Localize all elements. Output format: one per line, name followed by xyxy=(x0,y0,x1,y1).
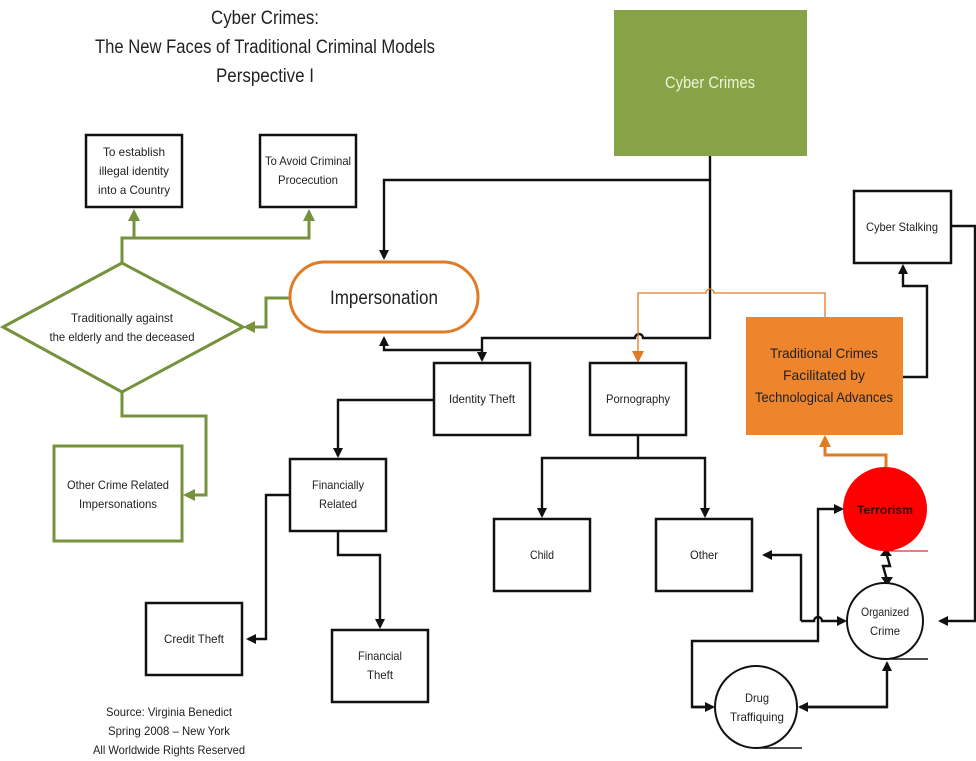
node-other[interactable]: Other xyxy=(654,517,754,593)
cyber-crimes-label: Cyber Crimes xyxy=(665,73,755,92)
identity-theft-label: Identity Theft xyxy=(449,392,516,406)
terrorism-label: Terrorism xyxy=(857,503,913,517)
other-impersonations-line-2: Impersonations xyxy=(79,497,157,511)
connector-identity-to-financially xyxy=(333,398,434,458)
child-label: Child xyxy=(530,548,554,562)
source-line-3: All Worldwide Rights Reserved xyxy=(93,743,245,757)
node-terrorism[interactable]: Terrorism xyxy=(843,467,928,552)
source-line-1: Source: Virginia Benedict xyxy=(106,705,233,719)
node-impersonation[interactable]: Impersonation xyxy=(288,260,480,334)
connector-terrorism-organized xyxy=(881,551,892,581)
impersonation-label: Impersonation xyxy=(330,288,438,309)
other-box xyxy=(654,517,754,593)
connector-pornography-to-other xyxy=(638,456,710,518)
credit-theft-box xyxy=(144,601,244,677)
title-line-1: Cyber Crimes: xyxy=(211,8,319,29)
drug-traffiquing-line-2: Traffiquing xyxy=(730,710,784,724)
connector-organized-to-other xyxy=(762,550,803,621)
child-box xyxy=(492,517,592,593)
connector-other-to-organized xyxy=(801,615,847,626)
connector-diamond-to-other-impersonations xyxy=(120,392,208,501)
identity-theft-box xyxy=(432,361,532,437)
node-financial-theft[interactable]: Financial Theft xyxy=(330,628,430,704)
drug-traffiquing-line-1: Drug xyxy=(745,691,769,705)
decision-diamond xyxy=(0,261,247,394)
node-other-impersonations[interactable]: Other Crime Related Impersonations xyxy=(52,444,184,543)
avoid-prosecution-line-1: To Avoid Criminal xyxy=(265,154,351,168)
pornography-label: Pornography xyxy=(606,392,670,406)
financial-theft-box xyxy=(330,628,430,704)
node-drug-traffiquing[interactable]: Drug Traffiquing xyxy=(714,665,802,749)
source-line-2: Spring 2008 – New York xyxy=(108,724,231,738)
node-financially-related[interactable]: Financially Related xyxy=(288,457,388,533)
traditionally-against-line-1: Traditionally against xyxy=(71,311,174,325)
node-establish-identity[interactable]: To establish illegal identity into a Cou… xyxy=(84,133,184,209)
financial-theft-line-2: Theft xyxy=(367,668,394,682)
other-label: Other xyxy=(690,548,718,562)
node-cyber-crimes[interactable]: Cyber Crimes xyxy=(614,10,807,156)
node-cyber-stalking[interactable]: Cyber Stalking xyxy=(852,189,953,265)
connector-impersonation-to-diamond xyxy=(243,296,290,333)
title-line-3: Perspective I xyxy=(216,66,314,87)
traditionally-against-line-2: the elderly and the deceased xyxy=(50,330,195,344)
organized-crime-circle xyxy=(846,582,924,660)
connector-financially-to-financial-theft xyxy=(336,531,385,629)
establish-identity-line-2: illegal identity xyxy=(99,164,169,178)
establish-identity-line-3: into a Country xyxy=(98,183,170,197)
financially-related-line-2: Related xyxy=(319,497,357,511)
node-traditionally-against[interactable]: Traditionally against the elderly and th… xyxy=(0,261,247,394)
establish-identity-line-1: To establish xyxy=(103,145,165,159)
cyber-stalking-box xyxy=(852,189,953,265)
connector-diamond-to-avoid xyxy=(120,209,315,262)
avoid-prosecution-box xyxy=(258,133,358,209)
financially-related-line-1: Financially xyxy=(312,478,364,492)
node-pornography[interactable]: Pornography xyxy=(588,361,688,437)
pornography-box xyxy=(588,361,688,437)
source-credit: Source: Virginia Benedict Spring 2008 – … xyxy=(93,705,245,757)
node-credit-theft[interactable]: Credit Theft xyxy=(144,601,244,677)
credit-theft-label: Credit Theft xyxy=(164,632,225,646)
node-child[interactable]: Child xyxy=(492,517,592,593)
organized-crime-line-1: Organized xyxy=(861,605,909,619)
connector-stalking-to-organized xyxy=(938,224,976,626)
drug-traffiquing-circle xyxy=(714,665,798,749)
connector-traditional-to-pornography xyxy=(632,288,826,363)
connector-cyber-to-identity-theft xyxy=(477,180,712,362)
traditional-crimes-line-2: Facilitated by xyxy=(783,367,865,383)
connector-cyber-to-impersonation xyxy=(379,155,712,260)
other-impersonations-line-1: Other Crime Related xyxy=(67,478,169,492)
other-impersonations-box xyxy=(52,444,184,543)
arrow-up-terrorism xyxy=(880,548,892,556)
organized-crime-line-2: Crime xyxy=(870,624,900,638)
financially-related-box xyxy=(288,457,388,533)
node-avoid-prosecution[interactable]: To Avoid Criminal Procecution xyxy=(258,133,358,209)
connector-drug-to-organized xyxy=(800,661,892,709)
arrow-down-organized xyxy=(881,577,893,586)
title-line-2: The New Faces of Traditional Criminal Mo… xyxy=(95,37,435,58)
traditional-crimes-box xyxy=(746,317,903,435)
cyber-crimes-box xyxy=(614,10,807,156)
traditional-crimes-line-1: Traditional Crimes xyxy=(770,345,878,361)
establish-identity-box xyxy=(84,133,184,209)
diagram-title: Cyber Crimes: The New Faces of Tradition… xyxy=(95,8,435,87)
avoid-prosecution-line-2: Procecution xyxy=(278,173,338,187)
connector-pornography-to-child xyxy=(537,434,640,518)
financial-theft-line-1: Financial xyxy=(358,649,402,663)
terrorism-circle xyxy=(843,467,927,551)
node-identity-theft[interactable]: Identity Theft xyxy=(432,361,532,437)
traditional-crimes-line-3: Technological Advances xyxy=(755,389,893,405)
node-traditional-crimes[interactable]: Traditional Crimes Facilitated by Techno… xyxy=(746,317,903,435)
connector-traditional-to-stalking xyxy=(898,264,929,379)
connector-financially-to-credit xyxy=(246,493,290,644)
connector-terrorism-to-traditional xyxy=(819,435,888,467)
impersonation-box xyxy=(288,260,480,334)
cyber-stalking-label: Cyber Stalking xyxy=(866,220,938,234)
connector-identity-to-impersonation xyxy=(379,336,482,352)
node-organized-crime[interactable]: Organized Crime xyxy=(846,582,928,660)
